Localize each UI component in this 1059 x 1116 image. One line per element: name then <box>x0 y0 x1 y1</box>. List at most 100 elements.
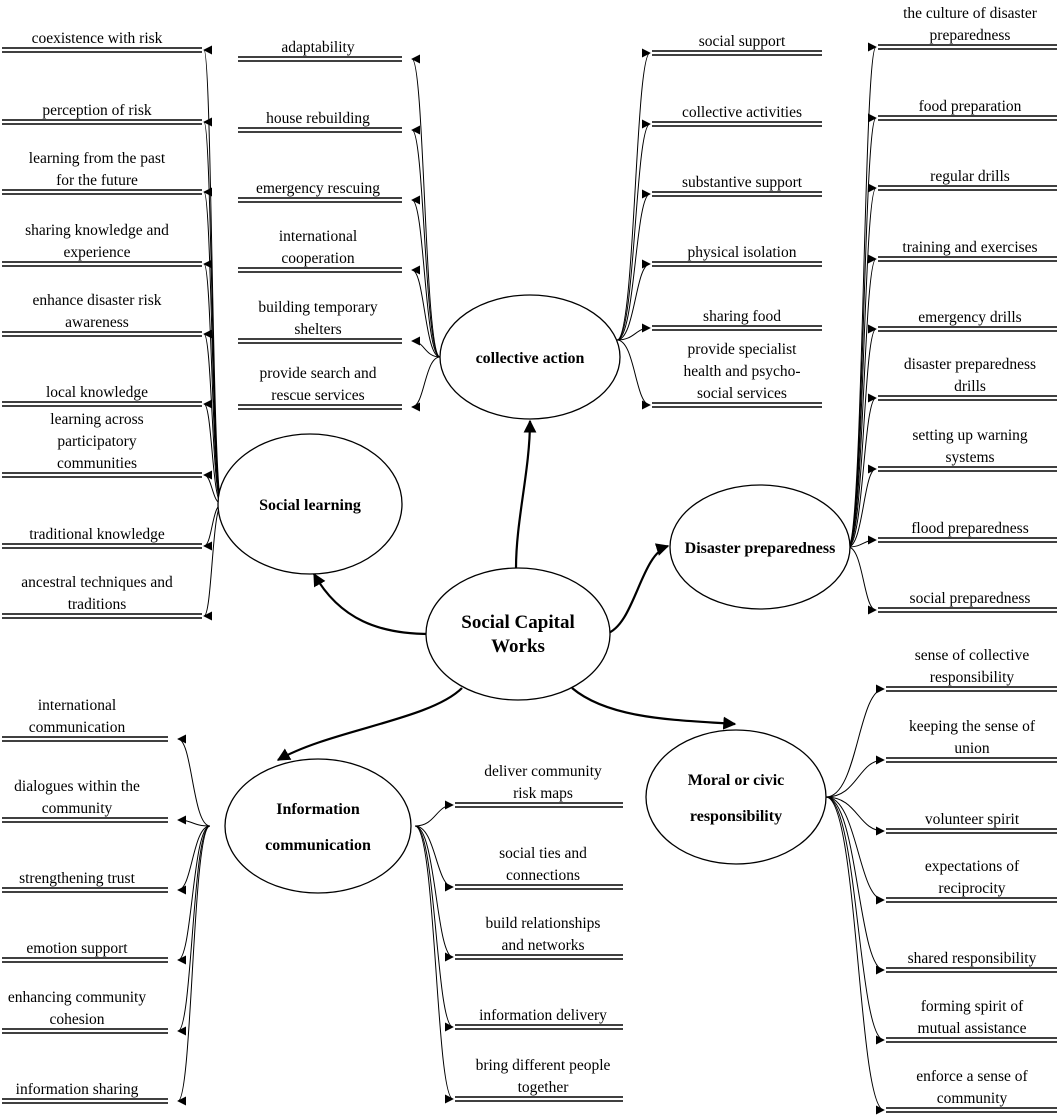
leaf-label: expectations of <box>925 858 1020 875</box>
leaf-label: information delivery <box>479 1007 607 1024</box>
leaf-label: health and psycho- <box>683 363 800 380</box>
leaf-training-and-exercises: training and exercises <box>878 239 1057 262</box>
connector-arrow <box>825 796 885 836</box>
connector-arrow <box>825 755 885 798</box>
connector-arrow <box>616 189 651 341</box>
leaf-label: international <box>38 697 116 714</box>
center-node-ellipse <box>425 567 611 701</box>
connector-arrow <box>414 825 454 1104</box>
center-node-label: Social Capital <box>461 612 574 633</box>
leaf-label: setting up warning <box>912 427 1028 444</box>
leaf-label: strengthening trust <box>19 870 135 887</box>
leaf-emotion-support: emotion support <box>2 940 168 963</box>
leaf-adaptability: adaptability <box>238 39 402 62</box>
hub-disaster-preparedness: Disaster preparedness <box>669 484 851 610</box>
main-arrow-collective-action <box>514 419 537 569</box>
leaf-label: social preparedness <box>910 590 1031 607</box>
leaf-label: physical isolation <box>688 244 797 261</box>
leaf-label: enhancing community <box>8 989 146 1006</box>
main-arrow-disaster-preparedness <box>605 543 670 636</box>
leaf-label: deliver community <box>484 763 602 780</box>
leaf-label: risk maps <box>513 785 573 802</box>
leaf-information-delivery: information delivery <box>455 1007 623 1030</box>
leaf-traditional-knowledge: traditional knowledge <box>2 526 202 549</box>
connector-arrow <box>616 48 651 341</box>
leaf-label: awareness <box>65 314 129 331</box>
hub-social-learning-ellipse <box>217 433 403 575</box>
connector-arrow <box>414 825 454 962</box>
leaf-label: information sharing <box>16 1081 139 1098</box>
leaf-social-preparedness: social preparedness <box>878 590 1057 613</box>
leaf-coexistence-with-risk: coexistence with risk <box>2 30 202 53</box>
leaf-emergency-rescuing: emergency rescuing <box>238 180 402 203</box>
leaf-label: preparedness <box>930 27 1011 44</box>
connector-arrow <box>847 183 877 548</box>
leaf-label: enforce a sense of <box>916 1068 1028 1085</box>
leaf-label: shared responsibility <box>908 950 1037 967</box>
leaf-label: traditional knowledge <box>29 526 165 543</box>
leaf-label: substantive support <box>682 174 803 191</box>
connector-arrow <box>825 796 885 1115</box>
leaf-label: perception of risk <box>42 102 152 119</box>
leaf-layer: coexistence with risk perception of risk l… <box>2 5 1057 1113</box>
leaf-food-preparation: food preparation <box>878 98 1057 121</box>
leaf-label: mutual assistance <box>918 1020 1027 1037</box>
connector-arrow <box>177 825 211 965</box>
leaf-label: training and exercises <box>902 239 1037 256</box>
connector-arrow <box>414 825 454 1032</box>
main-arrow-information-communication <box>276 687 463 761</box>
leaf-label: volunteer spirit <box>925 811 1020 828</box>
main-arrow-moral-civic <box>571 687 737 730</box>
leaf-label: connections <box>506 867 580 884</box>
connector-arrow <box>177 815 211 827</box>
hub-collective-action-ellipse <box>439 294 621 420</box>
leaf-label: participatory <box>57 433 136 450</box>
connector-arrow <box>411 54 441 358</box>
hub-social-learning-label: Social learning <box>259 497 361 514</box>
leaf-substantive-support: substantive support <box>652 174 822 197</box>
leaf-label: learning across <box>50 411 143 428</box>
leaf-label: disaster preparedness <box>904 356 1036 373</box>
leaf-local-knowledge: local knowledge <box>2 384 202 407</box>
connector-arrow <box>411 336 441 358</box>
leaf-label: community <box>42 800 113 817</box>
leaf-label: for the future <box>56 172 138 189</box>
leaf-label: learning from the past <box>29 150 166 167</box>
leaf-label: coexistence with risk <box>32 30 163 47</box>
leaf-label: emergency drills <box>918 309 1021 326</box>
connector-arrow <box>616 323 651 341</box>
connector-arrow <box>411 125 441 358</box>
leaf-label: traditions <box>68 596 127 613</box>
leaf-label: dialogues within the <box>14 778 140 795</box>
connector-arrow <box>847 546 877 615</box>
leaf-learning-from-the-past-for-the-future: learning from the past for the future <box>2 150 202 195</box>
leaf-volunteer-spirit: volunteer spirit <box>886 811 1057 834</box>
connector-arrow <box>825 684 885 798</box>
hub-disaster-preparedness-label: Disaster preparedness <box>685 540 836 557</box>
center-node-label: Works <box>491 636 545 657</box>
leaf-label: the culture of disaster <box>903 5 1038 22</box>
leaf-information-sharing: information sharing <box>2 1081 168 1104</box>
connector-arrow <box>177 825 211 1036</box>
hub-information-communication-ellipse <box>224 758 412 894</box>
connector-arrow <box>177 825 211 895</box>
connector-arrow <box>411 195 441 358</box>
leaf-label: social ties and <box>499 845 587 862</box>
connector-arrow <box>825 796 885 1045</box>
connector-arrow <box>847 393 877 548</box>
leaf-label: emotion support <box>26 940 128 957</box>
leaf-physical-isolation: physical isolation <box>652 244 822 267</box>
leaf-house-rebuilding: house rebuilding <box>238 110 402 133</box>
